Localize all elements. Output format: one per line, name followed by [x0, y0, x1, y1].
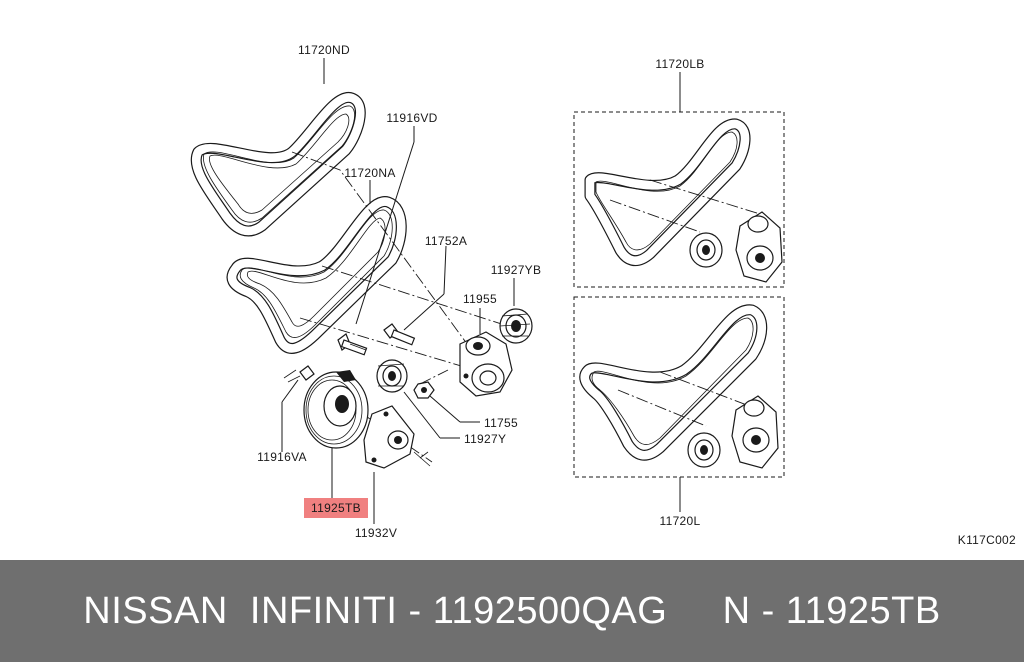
bolt-11916vd	[337, 333, 368, 356]
part-labels: 11720ND 11916VD 11720NA 11752A 11927YB 1…	[257, 43, 1016, 547]
label-11916vd: 11916VD	[386, 111, 437, 125]
footer-part-number-text: NISSAN INFINITI - 1192500QAG N - 11925TB	[83, 590, 941, 632]
idler-pulley-11927y	[376, 359, 408, 393]
bolt-11752a	[383, 323, 416, 346]
belt-kit-11720lb-contents	[584, 118, 783, 283]
label-11755: 11755	[484, 416, 518, 430]
kit-box-11720l	[573, 296, 785, 478]
idler-pulley-11927yb	[499, 308, 533, 344]
exploded-parts-diagram: 11720ND 11916VD 11720NA 11752A 11927YB 1…	[190, 43, 1016, 547]
label-11720l: 11720L	[660, 514, 701, 528]
tensioner-11955	[459, 331, 513, 397]
kit-box-11720lb	[573, 111, 785, 288]
label-11925tb: 11925TB	[311, 501, 361, 515]
crankshaft-pulley-11925tb	[303, 370, 369, 449]
label-11927y: 11927Y	[464, 432, 506, 446]
nut-11755	[413, 381, 435, 399]
highlight-box	[304, 498, 368, 518]
part-number-footer: NISSAN INFINITI - 1192500QAG N - 11925TB	[0, 560, 1024, 662]
leader-lines	[281, 58, 681, 524]
belt-11720nd	[190, 92, 366, 237]
label-11932v: 11932V	[355, 526, 397, 540]
figure-code: K117C002	[958, 533, 1016, 547]
bolt-11916va	[283, 365, 315, 383]
label-11916va: 11916VA	[257, 450, 307, 464]
label-11720na: 11720NA	[344, 166, 395, 180]
belt-11720na	[226, 196, 407, 354]
label-11752a: 11752A	[425, 234, 467, 248]
label-11955: 11955	[463, 292, 497, 306]
label-11720nd: 11720ND	[298, 43, 350, 57]
belt-kit-11720l-contents	[579, 304, 779, 469]
label-11720lb: 11720LB	[655, 57, 704, 71]
bracket-11932v	[363, 405, 431, 469]
label-11927yb: 11927YB	[491, 263, 542, 277]
